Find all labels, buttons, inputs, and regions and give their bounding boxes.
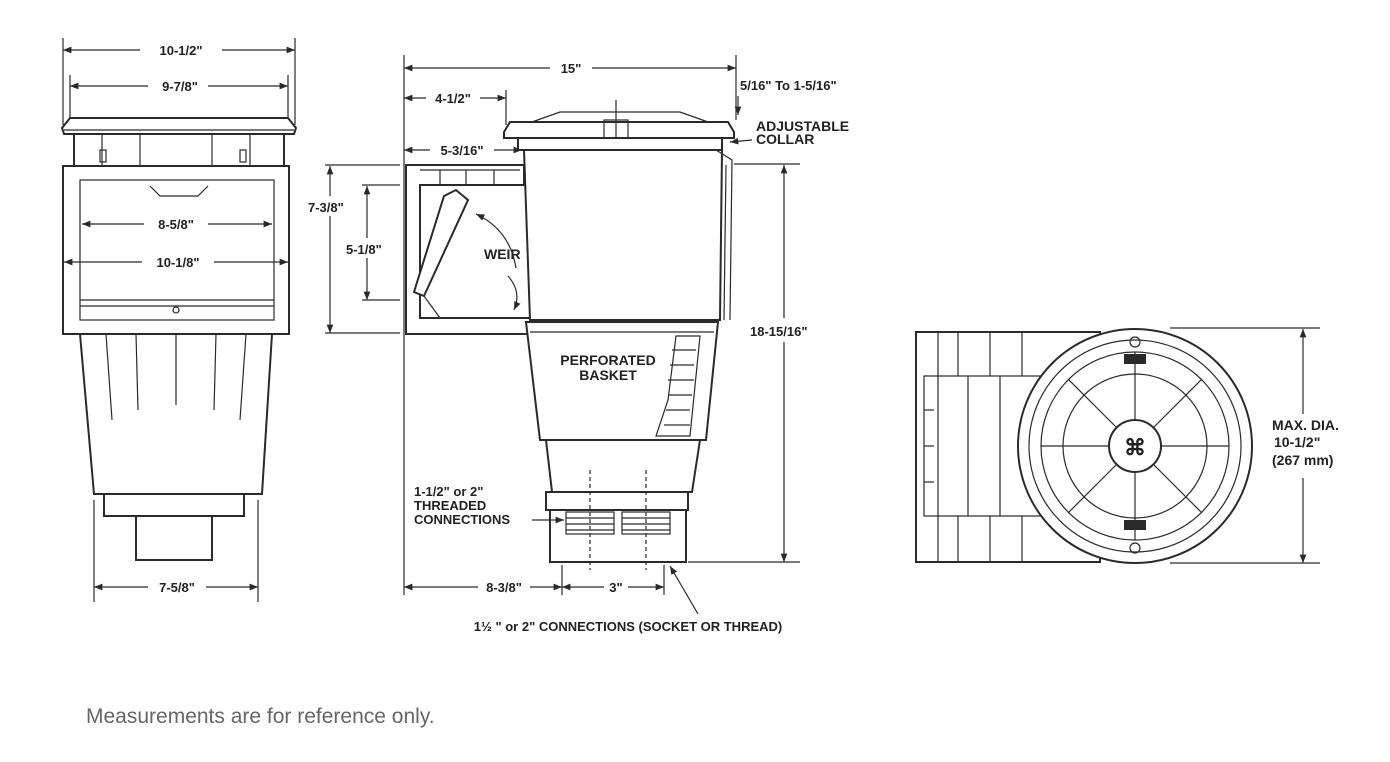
- dim-side-throat-to-lid: 4-1/2": [435, 91, 471, 106]
- collar-label-1: ADJUSTABLE: [756, 118, 849, 134]
- weir-label: WEIR: [484, 246, 521, 262]
- logo-icon: ⌘: [1124, 435, 1146, 460]
- dim-side-weir-height: 5-1/8": [346, 242, 382, 257]
- dim-front-top-width: 10-1/2": [159, 43, 202, 58]
- max-dia-label-3: (267 mm): [1272, 452, 1333, 468]
- connections-label: 1½ " or 2" CONNECTIONS (SOCKET OR THREAD…: [474, 619, 782, 634]
- dim-side-collar-range: 5/16" To 1-5/16": [740, 78, 837, 93]
- dim-side-connection-spacing: 3": [609, 580, 622, 595]
- collar-label-2: COLLAR: [756, 131, 814, 147]
- max-dia-label-1: MAX. DIA.: [1272, 417, 1339, 433]
- dim-side-overall-length: 15": [561, 61, 582, 76]
- max-dia-label-2: 10-1/2": [1274, 434, 1320, 450]
- dim-side-bottom-offset: 8-3/8": [486, 580, 522, 595]
- dim-front-throat-width: 10-1/8": [156, 255, 199, 270]
- dim-side-throat-to-body: 5-3/16": [440, 143, 483, 158]
- dim-side-throat-height: 7-3/8": [308, 200, 344, 215]
- dim-front-inner-width: 8-5/8": [158, 217, 194, 232]
- side-view: 15" 5/16" To 1-5/16" 4-1/2" 5-3/16": [308, 55, 849, 634]
- threaded-label-3: CONNECTIONS: [414, 512, 510, 527]
- dim-side-overall-height: 18-15/16": [750, 324, 807, 339]
- dim-front-base-width: 7-5/8": [159, 580, 195, 595]
- basket-label-1: PERFORATED: [560, 352, 655, 368]
- threaded-label-1: 1-1/2" or 2": [414, 484, 483, 499]
- dim-front-lid-width: 9-7/8": [162, 79, 198, 94]
- reference-footnote: Measurements are for reference only.: [86, 705, 435, 728]
- basket-label-2: BASKET: [579, 367, 637, 383]
- front-view: 10-1/2" 9-7/8" 8-5/8" 10-1/8": [60, 38, 298, 602]
- top-view: ⌘ MAX. DIA. 10-1/2" (267 mm): [915, 327, 1339, 564]
- threaded-label-2: THREADED: [414, 498, 486, 513]
